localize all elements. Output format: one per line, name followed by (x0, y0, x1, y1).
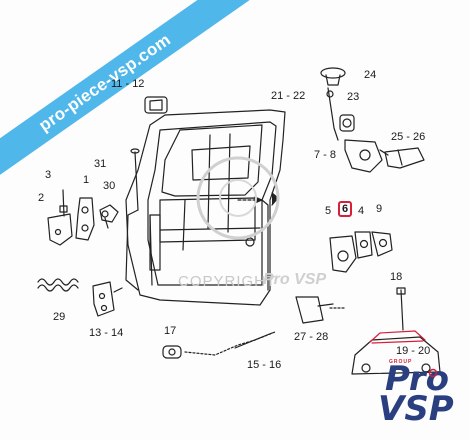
logo-vsp: VSP (378, 389, 454, 429)
inner-panel (159, 197, 256, 243)
part-label-30[interactable]: 30 (103, 180, 116, 192)
part-label-24[interactable]: 24 (364, 69, 377, 81)
part-label-18[interactable]: 18 (390, 271, 403, 283)
part-label-23[interactable]: 23 (347, 91, 360, 103)
part-label-17[interactable]: 17 (164, 325, 177, 337)
brand-watermark: Pro VSP (263, 271, 327, 288)
logo-group-text: GROUP (389, 359, 413, 365)
part-label-9[interactable]: 9 (376, 203, 383, 215)
part-label-19-20[interactable]: 19 - 20 (396, 345, 431, 357)
logo-pro: Pro (385, 359, 449, 399)
door-frame (125, 109, 286, 306)
copyright-watermark: COPYRIGHT (178, 273, 277, 290)
part-label-25-26[interactable]: 25 - 26 (391, 131, 426, 143)
window-frame (161, 124, 263, 197)
part-label-29[interactable]: 29 (53, 311, 66, 323)
part-label-15-16[interactable]: 15 - 16 (247, 359, 282, 371)
part-label-13-14[interactable]: 13 - 14 (89, 327, 124, 339)
logo-star-icon (428, 368, 438, 378)
part-label-5[interactable]: 5 (325, 205, 332, 217)
part-label-1[interactable]: 1 (83, 174, 90, 186)
part-label-4[interactable]: 4 (358, 205, 365, 217)
part-label-21-22[interactable]: 21 - 22 (271, 90, 306, 102)
part-label-11-12[interactable]: 11 - 12 (111, 78, 145, 90)
part-label-7-8[interactable]: 7 - 8 (314, 149, 337, 161)
part-label-3[interactable]: 3 (45, 169, 52, 181)
part-label-6-highlighted[interactable]: 6 (338, 201, 353, 217)
part-label-2[interactable]: 2 (38, 192, 45, 204)
part-label-27-28[interactable]: 27 - 28 (294, 331, 329, 343)
part-label-31[interactable]: 31 (94, 158, 107, 170)
